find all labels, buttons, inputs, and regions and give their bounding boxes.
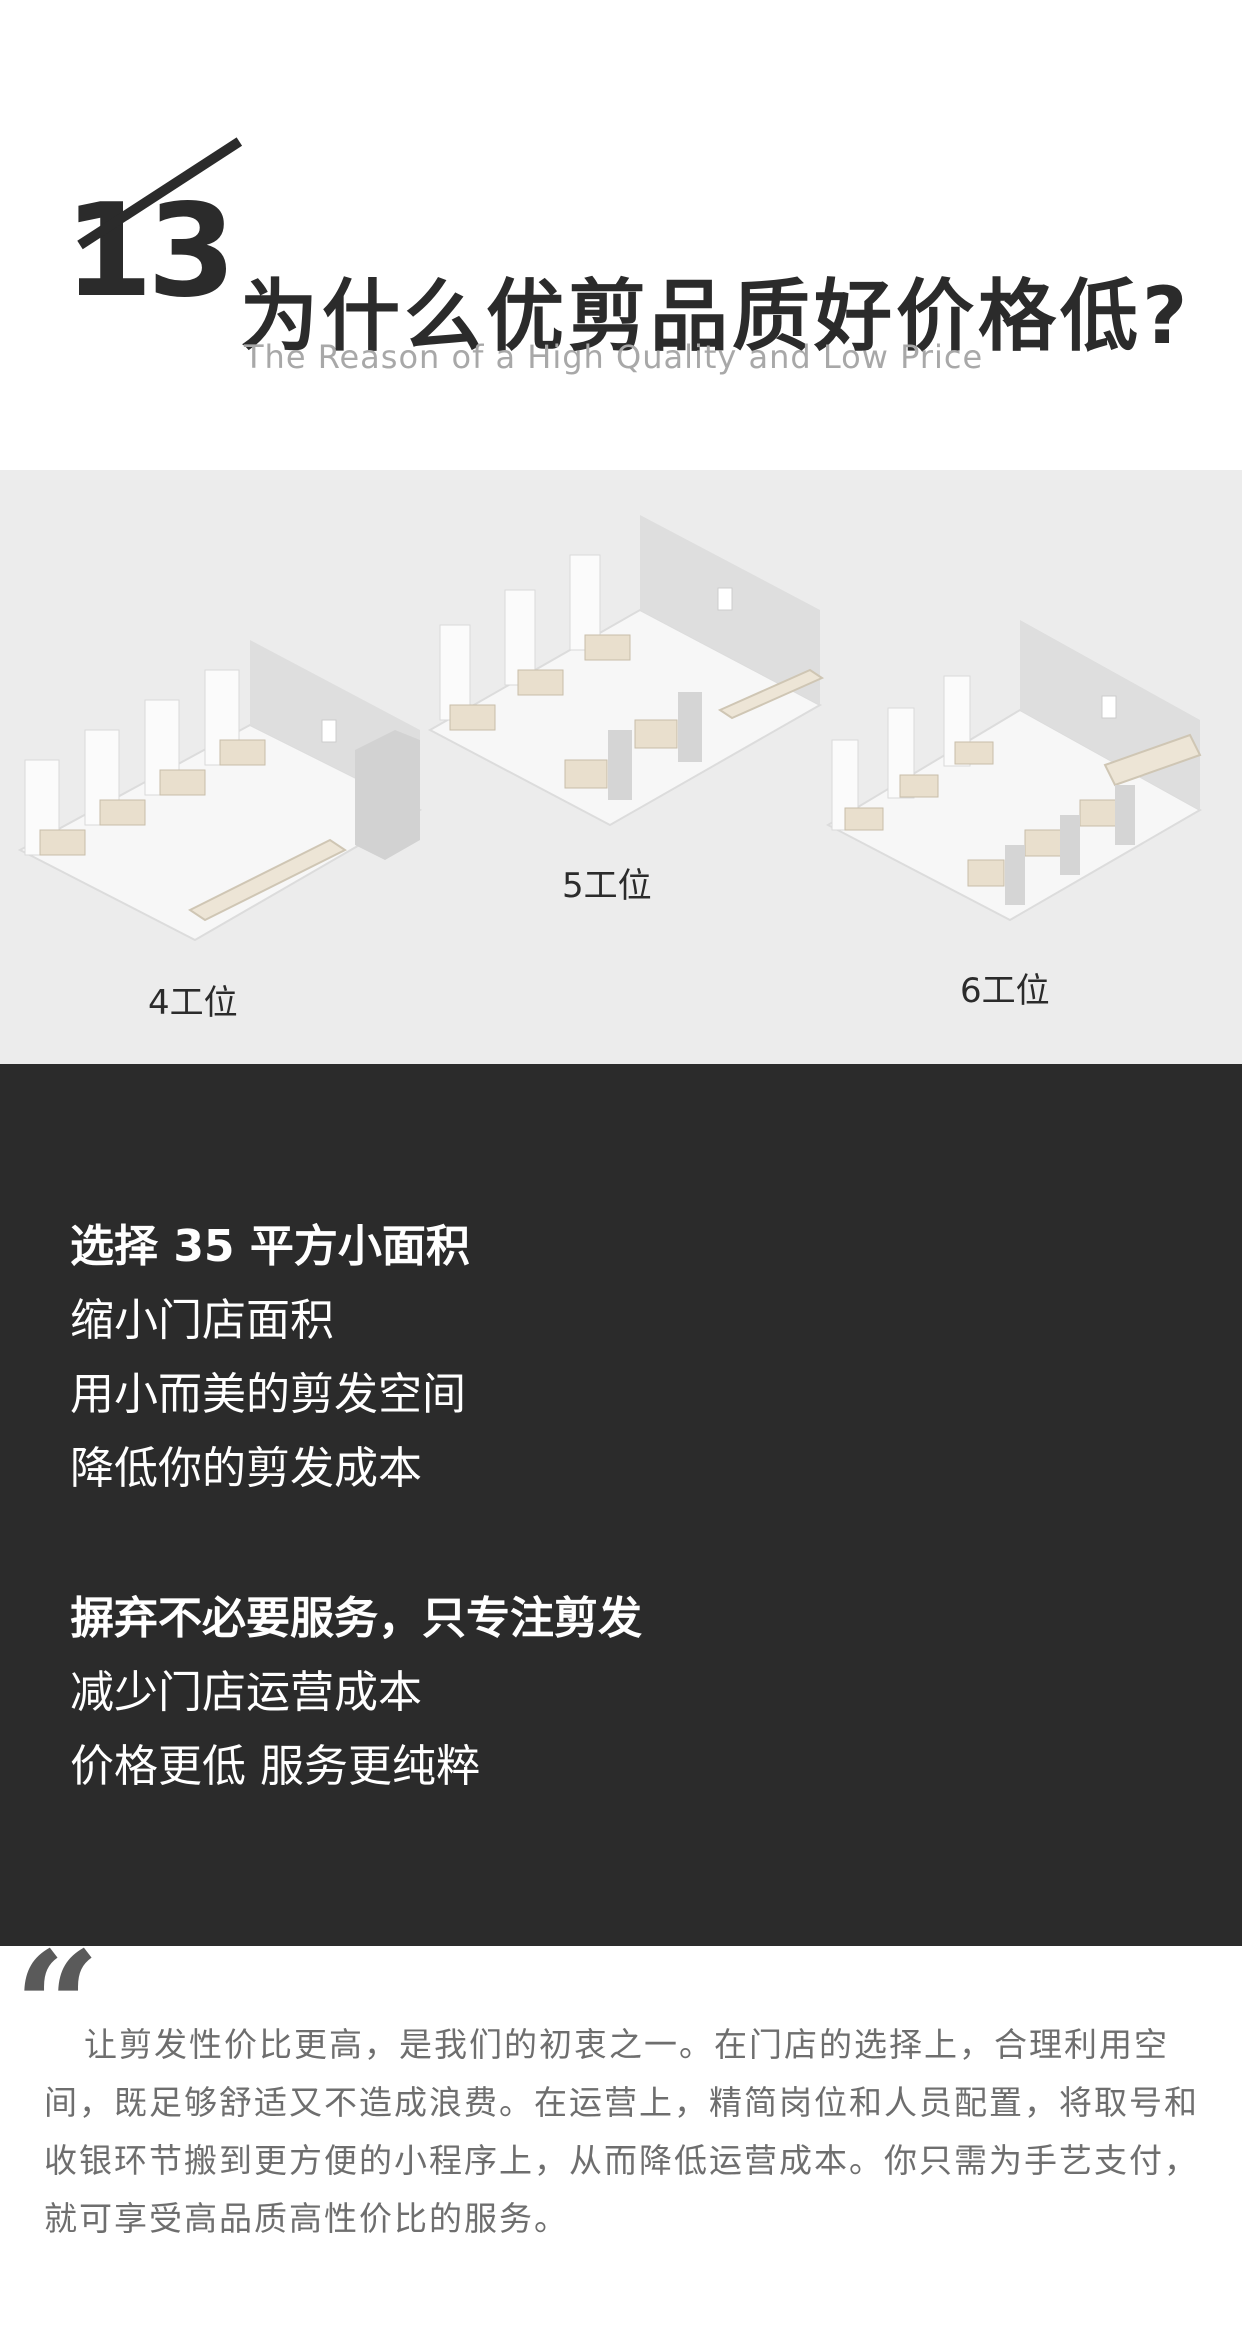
page-subtitle: The Reason of a High Quality and Low Pri… [244, 338, 984, 376]
store-layouts-illustration [17, 515, 1203, 942]
reason-heading-2: 摒弃不必要服务，只专注剪发 [70, 1593, 642, 1644]
reason-line: 减少门店运营成本 [70, 1667, 422, 1718]
reason-line: 用小而美的剪发空间 [70, 1369, 466, 1420]
section-number: 13 [64, 177, 236, 326]
reason-line: 降低你的剪发成本 [70, 1443, 422, 1494]
page-title: 为什么优剪品质好价格低? [240, 272, 1192, 362]
layout-label-4: 4工位 [148, 983, 238, 1023]
reason-line: 价格更低 服务更纯粹 [70, 1741, 480, 1792]
store-layouts-section: 4工位 5工位 6工位 [0, 470, 1242, 1064]
layout-label-6: 6工位 [960, 971, 1050, 1011]
quote-section: “ 让剪发性价比更高，是我们的初衷之一。在门店的选择上，合理利用空间，既足够舒适… [0, 1932, 1242, 2349]
quote-mark-icon: “ [14, 1919, 101, 2095]
layout-6-stations-illustration [825, 620, 1203, 922]
layout-4-stations-illustration [17, 640, 423, 942]
reasons-section: 选择 35 平方小面积 缩小门店面积 用小而美的剪发空间 降低你的剪发成本 摒弃… [0, 1064, 1242, 1946]
reason-heading-1: 选择 35 平方小面积 [70, 1221, 470, 1272]
reason-line: 缩小门店面积 [70, 1295, 334, 1346]
layout-label-5: 5工位 [562, 866, 652, 906]
quote-text: 让剪发性价比更高，是我们的初衷之一。在门店的选择上，合理利用空间，既足够舒适又不… [44, 2025, 1199, 2238]
layout-5-stations-illustration [427, 515, 825, 827]
section-header: 13 为什么优剪品质好价格低? The Reason of a High Qua… [0, 0, 1242, 470]
